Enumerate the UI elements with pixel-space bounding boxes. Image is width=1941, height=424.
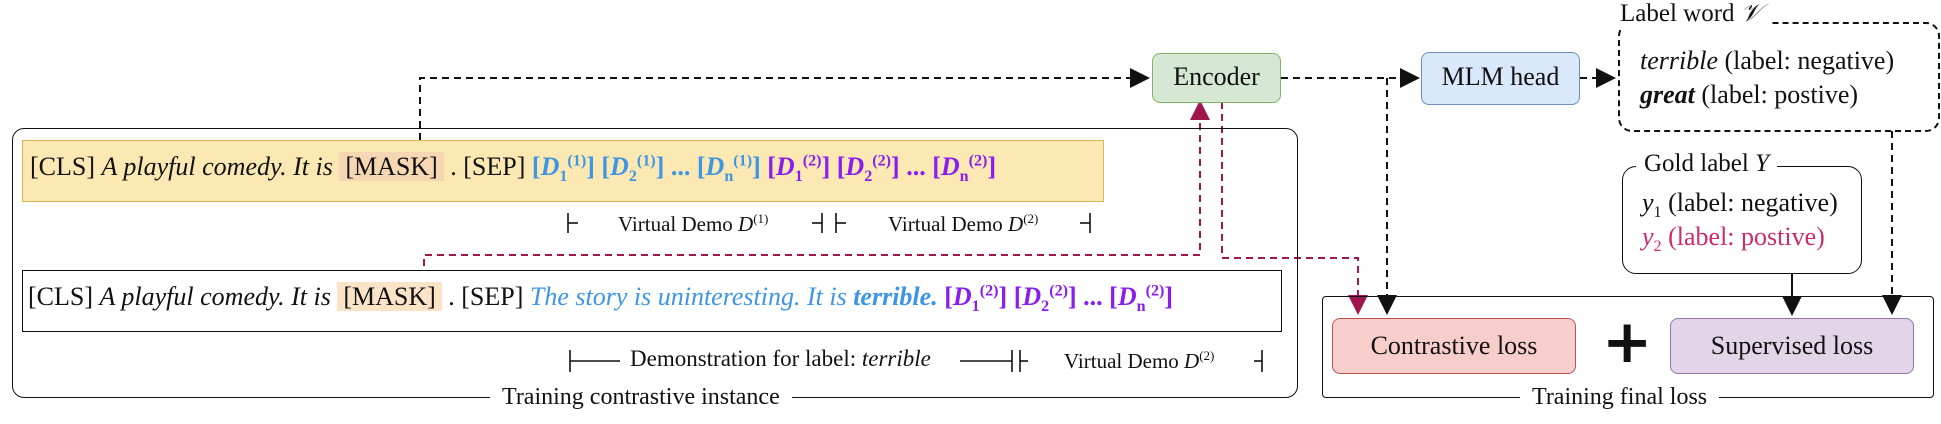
label-word-title: Label word 𝒱 (1612, 0, 1770, 28)
row1-ellipsis-1: ... (670, 152, 691, 181)
row1-sentence: A playful comedy. It is (101, 152, 333, 181)
gold-label-item-2: y2 (label: postive) (1642, 222, 1825, 256)
row1-input (22, 140, 1104, 202)
final-loss-label: Training final loss (1520, 384, 1720, 411)
encoder-to-contrastive-pink-arrow (1221, 102, 1368, 315)
row2-d2-1: [D1(2)] (944, 282, 1008, 316)
supervised-loss-box (1670, 318, 1914, 374)
row2-ellipsis: ... (1083, 282, 1103, 311)
row2-d2-2: [D2(2)] (1013, 282, 1077, 316)
supervised-loss-label: Supervised loss (1710, 331, 1874, 360)
row2-demo-word: terrible. (853, 282, 938, 311)
row2-demo-text: The story is uninteresting. It is (529, 282, 847, 311)
demo1-bracket (567, 213, 1091, 233)
row1-text: [CLS] A playful comedy. It is [MASK] . [… (30, 152, 996, 186)
row1-d1-1: [D1(1)] (531, 152, 595, 186)
row1-d1-n: [Dn(1)] (696, 152, 761, 186)
row1-d2-1: [D1(2)] (767, 152, 831, 186)
row2-d2-n: [Dn(2)] (1109, 282, 1174, 316)
gold-label-item-1: y1 (label: negative) (1642, 188, 1838, 222)
contrastive-loss-label: Contrastive loss (1370, 331, 1538, 360)
row1-d1-2: [D2(1)] (601, 152, 665, 186)
row1-d2-n: [Dn(2)] (932, 152, 997, 186)
mlm-head-label: MLM head (1441, 62, 1560, 91)
row1-demo2-caption: Virtual Demo D(2) (888, 211, 1039, 236)
label-word-item-1: terrible (label: negative) (1640, 46, 1895, 75)
gold-label-title: Gold label Y (1636, 150, 1777, 178)
row2-sentence: A playful comedy. It is (99, 282, 331, 311)
encoder-label: Encoder (1173, 62, 1260, 91)
row1-demo1-caption: Virtual Demo D(1) (618, 211, 769, 236)
row1-cls: [CLS] (30, 152, 95, 181)
row2-input (22, 270, 1282, 332)
row1-ellipsis-2: ... (906, 152, 926, 181)
row2-text: [CLS] A playful comedy. It is [MASK] . [… (28, 282, 1173, 316)
row1-mask: [MASK] (339, 152, 444, 181)
contrastive-loss-box (1332, 318, 1576, 374)
row2-mask: [MASK] (337, 282, 442, 311)
training-instance-label: Training contrastive instance (490, 384, 792, 411)
row1-sep: . [SEP] (450, 152, 526, 181)
mask-to-encoder-arrow (419, 68, 1150, 140)
row2-virtual-caption: Virtual Demo D(2) (1064, 348, 1215, 373)
plus-sign: + (1602, 307, 1653, 377)
row2-cls: [CLS] (28, 282, 93, 311)
label-word-item-2: great (label: postive) (1640, 80, 1859, 109)
row2-demo-caption: Demonstration for label: terrible (630, 346, 931, 371)
row1-d2-2: [D2(2)] (836, 152, 900, 186)
demo-label-bracket (569, 350, 1263, 372)
row2-sep: . [SEP] (448, 282, 524, 311)
mlm-head-box (1421, 52, 1580, 105)
label-word-frame (1618, 22, 1940, 132)
encoder-box (1152, 53, 1281, 103)
